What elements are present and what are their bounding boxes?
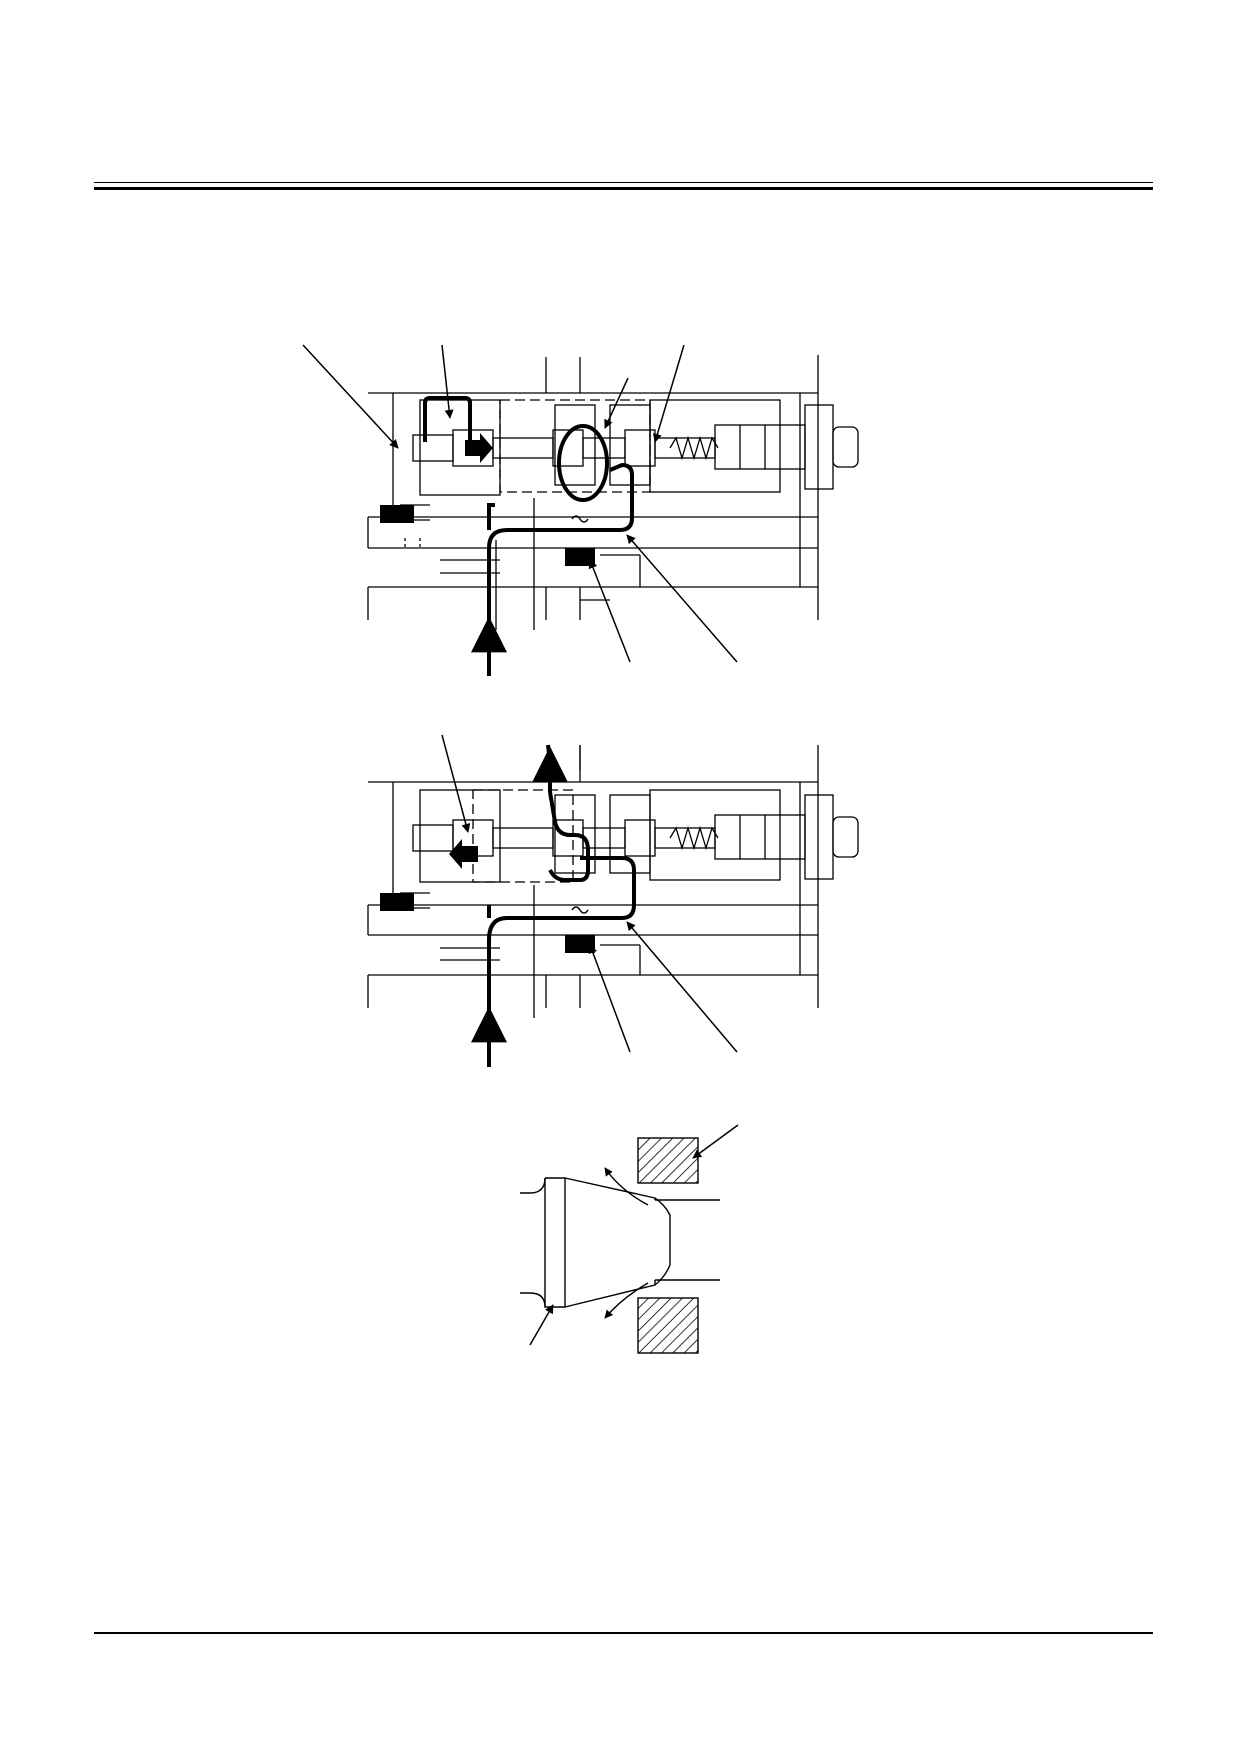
spool-detail (520, 1137, 720, 1354)
header-rule-thin (94, 182, 1153, 183)
valve-section-1 (367, 355, 859, 630)
valve-section-2 (367, 745, 859, 1018)
spool-detail-leaders (529, 1124, 739, 1346)
header-rule-thick (94, 187, 1153, 190)
valve-section-2-leaders (441, 734, 738, 1053)
footer-rule (94, 1632, 1153, 1634)
valve-section-1-flow (380, 396, 634, 676)
valve-section-1-leaders (302, 344, 738, 663)
valve-section-2-flow (380, 744, 636, 1067)
